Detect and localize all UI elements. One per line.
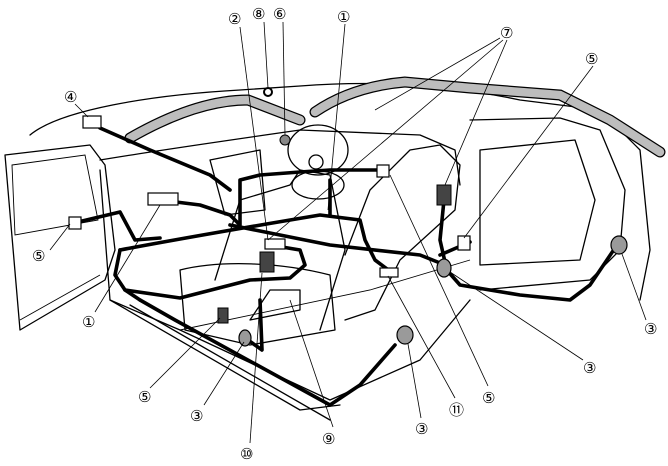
callout-3-right: ③ bbox=[583, 359, 596, 377]
seat-connector bbox=[264, 238, 286, 250]
callout-3-bottomleft: ③ bbox=[190, 407, 203, 425]
rear-sensor-bottom bbox=[396, 325, 414, 345]
airbag-control-unit bbox=[147, 192, 179, 206]
indicator-lamp bbox=[263, 87, 273, 97]
pretensioner-left bbox=[238, 329, 252, 347]
seat-side-connector bbox=[217, 307, 229, 324]
callout-6: ⑥ bbox=[273, 5, 286, 23]
pretensioner-connector bbox=[436, 184, 452, 206]
passenger-airbag-switch bbox=[279, 134, 291, 146]
rear-connector bbox=[379, 267, 399, 278]
pretensioner-right bbox=[436, 258, 452, 278]
callout-11: ⑪ bbox=[449, 401, 464, 419]
callout-3-farright: ③ bbox=[644, 320, 657, 338]
rear-door-sensor bbox=[610, 235, 628, 255]
dashboard bbox=[99, 87, 461, 216]
callout-7: ⑦ bbox=[500, 24, 513, 42]
passenger-connector bbox=[376, 164, 390, 178]
callout-4: ④ bbox=[64, 88, 77, 106]
curtain-airbag-rails bbox=[124, 76, 666, 158]
callout-3-bottom: ③ bbox=[415, 420, 428, 438]
callout-10: ⑩ bbox=[240, 445, 253, 463]
callout-1-left: ① bbox=[82, 313, 95, 331]
callout-9: ⑨ bbox=[322, 430, 335, 448]
callout-8: ⑧ bbox=[252, 5, 265, 23]
callout-1-top: ① bbox=[337, 8, 350, 26]
components bbox=[68, 115, 628, 347]
wiring-harness bbox=[76, 126, 617, 407]
driver-airbag-module bbox=[308, 154, 324, 170]
side-sensor-right bbox=[457, 235, 471, 251]
side-sensor-left bbox=[68, 216, 82, 230]
callout-5-bottomleft: ⑤ bbox=[138, 388, 151, 406]
seatbelt-connector bbox=[259, 251, 275, 273]
callout-5-bottomright: ⑤ bbox=[482, 389, 495, 407]
leader-lines bbox=[49, 21, 647, 444]
callout-5-topright: ⑤ bbox=[585, 50, 598, 68]
satellite-sensor-front bbox=[82, 115, 102, 129]
front-door bbox=[4, 144, 116, 331]
steering-wheel bbox=[287, 124, 349, 176]
callout-labels: ① ② ⑧ ⑥ ⑦ ④ ⑤ ⑤ ① ⑤ ③ ⑩ ⑨ ③ ⑪ ⑤ ③ ③ bbox=[32, 5, 657, 463]
car-body bbox=[29, 82, 651, 421]
callout-2: ② bbox=[228, 10, 241, 28]
callout-5-left: ⑤ bbox=[32, 247, 45, 265]
